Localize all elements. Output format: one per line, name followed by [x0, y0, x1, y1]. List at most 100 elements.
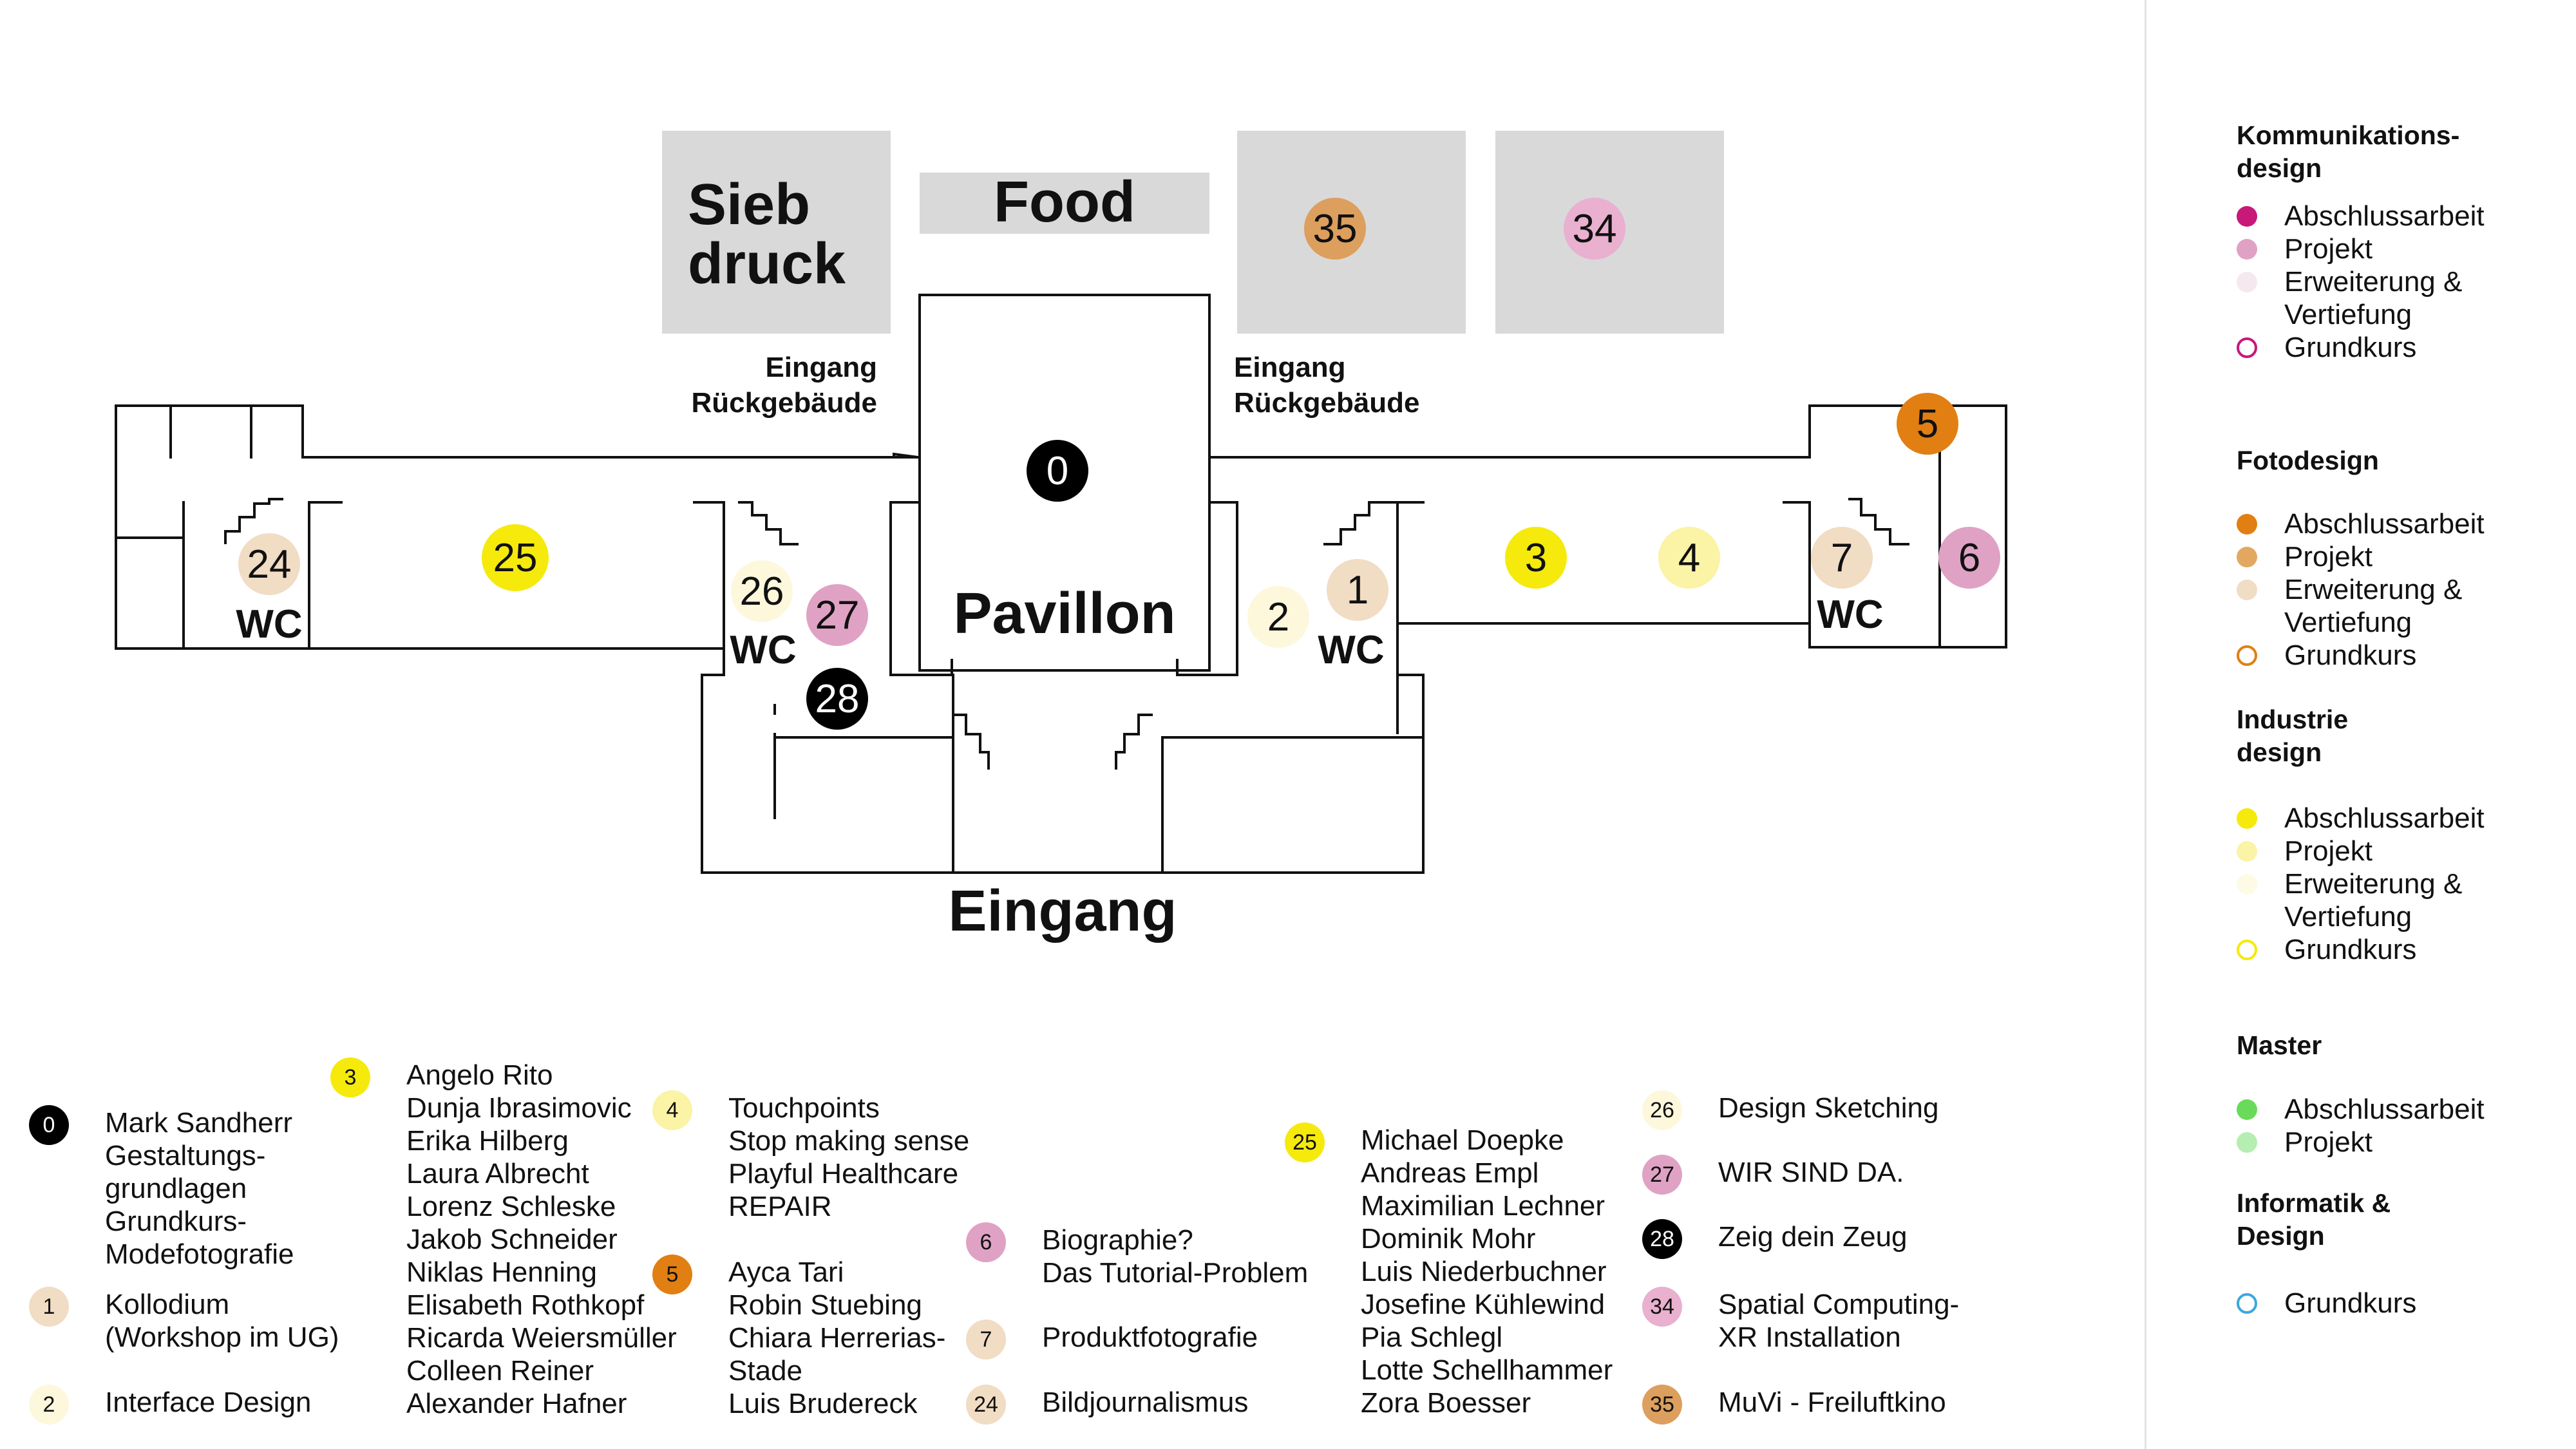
legend-marker-0: 0 [29, 1105, 69, 1145]
category-item: Abschlussarbeit [2237, 802, 2485, 835]
legend-marker-34: 34 [1642, 1287, 1682, 1327]
building-walls [115, 294, 2007, 874]
legend-entry-2[interactable]: 2 Interface Design [29, 1385, 312, 1425]
map-marker-28[interactable]: 28 [806, 668, 868, 730]
category-item: Projekt [2237, 232, 2372, 265]
dot-icon [2237, 271, 2257, 292]
map-label-eingang-rueck-right-2: Rückgebäude [1234, 387, 1420, 419]
category-item: Projekt [2237, 1126, 2372, 1159]
map-label-eingang-rueck-left-2: Rückgebäude [691, 387, 877, 419]
map-label-eingang: Eingang [949, 879, 1177, 943]
map-marker-26[interactable]: 26 [731, 560, 793, 622]
map-marker-25[interactable]: 25 [482, 524, 549, 591]
category-item: Erweiterung & [2237, 867, 2462, 900]
category-legend: Kommunikations-design Abschlussarbeit Pr… [2145, 0, 2576, 1449]
dot-icon [2237, 205, 2257, 227]
legend-entry-35[interactable]: 35 MuVi - Freiluftkino [1642, 1385, 1946, 1425]
map-marker-6[interactable]: 6 [1938, 527, 2000, 589]
outbuildings [662, 131, 1724, 334]
legend-entry-28[interactable]: 28 Zeig dein Zeug [1642, 1219, 1908, 1259]
category-title-master: Master [2237, 1030, 2322, 1060]
legend-text: WIR SIND DA. [1718, 1157, 1904, 1188]
legend-entry-24[interactable]: 24 Bildjournalismus [966, 1385, 1249, 1425]
dot-icon [2237, 546, 2257, 567]
map-label-siebdruck-2: druck [688, 232, 846, 296]
legend-entry-26[interactable]: 26 Design Sketching [1642, 1090, 1939, 1130]
map-marker-3[interactable]: 3 [1505, 527, 1567, 589]
legend-marker-27: 27 [1642, 1155, 1682, 1195]
category-item: Grundkurs [2237, 1287, 2416, 1320]
map-marker-24[interactable]: 24 [238, 533, 300, 595]
map-label-wc-left: WC [236, 602, 302, 647]
map-marker-5[interactable]: 5 [1897, 393, 1958, 455]
legend-marker-24: 24 [966, 1385, 1006, 1425]
legend-marker-5: 5 [652, 1255, 692, 1294]
map-marker-34[interactable]: 34 [1564, 198, 1625, 260]
legend-text: Design Sketching [1718, 1092, 1939, 1124]
svg-text:0: 0 [1046, 449, 1068, 493]
legend-entry-27[interactable]: 27 WIR SIND DA. [1642, 1155, 1904, 1195]
category-item: Grundkurs [2237, 639, 2416, 672]
map-label-eingang-rueck-right: Eingang [1234, 352, 1346, 383]
map-marker-35[interactable]: 35 [1304, 198, 1366, 260]
dot-icon [2237, 939, 2257, 960]
dot-icon [2237, 238, 2257, 260]
siebdruck-building[interactable] [662, 131, 891, 334]
map-label-wc-center-left: WC [730, 628, 796, 672]
legend-entry-7[interactable]: 7 Produktfotografie [966, 1320, 1258, 1359]
category-item: Grundkurs [2237, 331, 2416, 364]
svg-text:4: 4 [1678, 536, 1700, 580]
svg-text:27: 27 [815, 593, 860, 638]
legend-text: Kollodium(Workshop im UG) [105, 1289, 339, 1353]
legend-text: Produktfotografie [1042, 1321, 1258, 1353]
legend-text: Bildjournalismus [1042, 1387, 1249, 1418]
legend-text: Spatial Computing-XR Installation [1718, 1289, 1960, 1353]
svg-text:1: 1 [1347, 568, 1368, 612]
legend-entry-34[interactable]: 34 Spatial Computing-XR Installation [1642, 1287, 1960, 1354]
map-marker-4[interactable]: 4 [1658, 527, 1720, 589]
legend-marker-1: 1 [29, 1287, 69, 1327]
legend-text: Zeig dein Zeug [1718, 1221, 1908, 1253]
dot-icon [2237, 808, 2257, 829]
legend-entry-1[interactable]: 1 Kollodium(Workshop im UG) [29, 1287, 339, 1354]
dot-icon [2237, 579, 2257, 600]
map-marker-7[interactable]: 7 [1811, 527, 1873, 589]
legend-marker-35: 35 [1642, 1385, 1682, 1425]
map-label-wc-right: WC [1817, 592, 1883, 637]
dot-icon [2237, 840, 2257, 862]
dot-icon [2237, 513, 2257, 535]
legend-marker-28: 28 [1642, 1219, 1682, 1259]
legend-marker-3: 3 [330, 1057, 370, 1097]
category-item: Projekt [2237, 540, 2372, 573]
category-item: Abschlussarbeit [2237, 507, 2485, 540]
legend-entry-6[interactable]: 6 Biographie?Das Tutorial-Problem [966, 1222, 1308, 1289]
dot-icon [2237, 1132, 2257, 1153]
map-marker-1[interactable]: 1 [1327, 559, 1388, 621]
svg-text:2: 2 [1267, 595, 1289, 639]
legend-text: MuVi - Freiluftkino [1718, 1387, 1946, 1418]
map-label-eingang-rueck-left: Eingang [765, 352, 877, 383]
category-item-continued: Vertiefung [2284, 299, 2412, 330]
svg-text:7: 7 [1831, 536, 1853, 580]
svg-text:3: 3 [1525, 536, 1547, 580]
map-marker-0[interactable]: 0 [1027, 440, 1088, 502]
legend-marker-2: 2 [29, 1385, 69, 1425]
category-item: Abschlussarbeit [2237, 1093, 2485, 1126]
map-marker-27[interactable]: 27 [806, 584, 868, 646]
food-building[interactable] [920, 173, 1209, 234]
category-title-kommunikationsdesign: Kommunikations-design [2237, 120, 2460, 183]
map-marker-2[interactable]: 2 [1247, 586, 1309, 648]
dot-icon [2237, 645, 2257, 666]
map-label-food: Food [994, 170, 1135, 234]
legend-text: Interface Design [105, 1387, 312, 1418]
